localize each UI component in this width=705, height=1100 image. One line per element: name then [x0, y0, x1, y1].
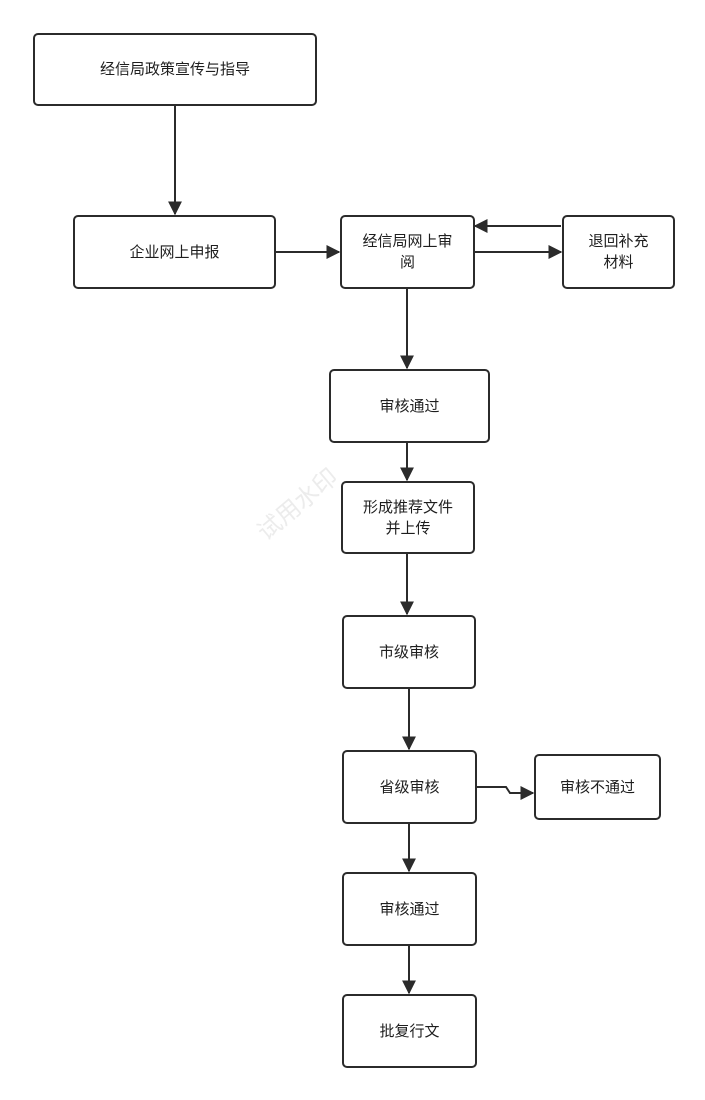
node-recommendation-upload-label: 形成推荐文件 并上传: [362, 497, 453, 537]
node-online-application-label: 企业网上申报: [129, 242, 220, 261]
node-province-review-label: 省级审核: [379, 777, 440, 796]
node-online-review: 经信局网上审 阅: [340, 215, 475, 289]
edge-province-to-fail: [476, 786, 535, 800]
node-province-review: 省级审核: [342, 750, 477, 824]
node-return-materials: 退回补充 材料: [562, 215, 675, 289]
node-policy-guidance: 经信局政策宣传与指导: [33, 33, 317, 106]
node-city-review: 市级审核: [342, 615, 476, 689]
node-review-failed-label: 审核不通过: [559, 777, 635, 796]
node-approval-document-label: 批复行文: [379, 1021, 440, 1040]
node-recommendation-upload: 形成推荐文件 并上传: [341, 481, 475, 554]
node-review-passed-1: 审核通过: [329, 369, 490, 443]
node-return-materials-label: 退回补充 材料: [588, 232, 649, 271]
node-review-passed-2-label: 审核通过: [379, 899, 440, 918]
node-online-review-label: 经信局网上审 阅: [362, 232, 453, 271]
node-city-review-label: 市级审核: [378, 642, 439, 661]
node-approval-document: 批复行文: [342, 994, 477, 1068]
node-review-passed-2: 审核通过: [342, 872, 477, 946]
node-review-passed-1-label: 审核通过: [379, 396, 440, 415]
node-review-failed: 审核不通过: [534, 754, 661, 820]
node-online-application: 企业网上申报: [73, 215, 276, 289]
node-policy-guidance-label: 经信局政策宣传与指导: [99, 60, 250, 78]
